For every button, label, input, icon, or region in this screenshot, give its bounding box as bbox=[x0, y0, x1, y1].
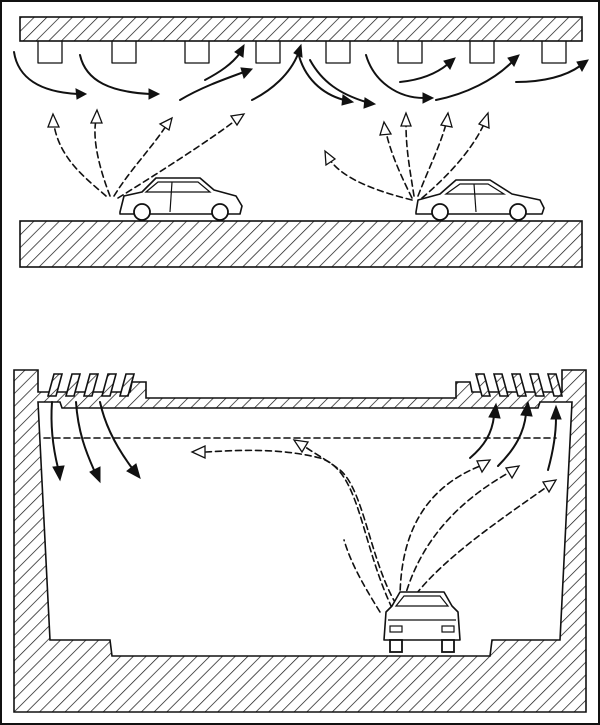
car-wheel bbox=[389, 639, 403, 653]
supply-arrow bbox=[50, 401, 59, 469]
exhaust-path bbox=[117, 119, 237, 199]
supply-arrow bbox=[75, 401, 95, 471]
louver-blade bbox=[510, 373, 528, 397]
exhaust-path bbox=[343, 539, 381, 613]
ceiling-opening bbox=[111, 40, 137, 64]
car-rear-view bbox=[383, 591, 461, 653]
left-supply-arrows bbox=[50, 401, 141, 484]
exhaust-path bbox=[421, 123, 485, 199]
longitudinal-section bbox=[13, 16, 589, 268]
supply-arrow bbox=[13, 51, 79, 95]
roadway-slab bbox=[19, 220, 583, 268]
ceiling-opening bbox=[37, 40, 63, 64]
car-wheel bbox=[509, 203, 527, 221]
ceiling-opening bbox=[184, 40, 210, 64]
exhaust-path bbox=[405, 123, 415, 197]
supply-arrow bbox=[365, 54, 425, 99]
ceiling-opening bbox=[397, 40, 423, 64]
car-left bbox=[119, 177, 243, 221]
louver-blade bbox=[492, 373, 510, 397]
ceiling-opening bbox=[541, 40, 567, 64]
louver-blade bbox=[118, 373, 136, 397]
ceiling-opening bbox=[255, 40, 281, 64]
exhaust-path bbox=[329, 159, 413, 201]
car-body bbox=[119, 177, 243, 215]
exhaust-path bbox=[403, 471, 511, 601]
exhaust-plume-left bbox=[47, 108, 246, 199]
exhaust-path bbox=[53, 124, 107, 197]
exhaust-plume-right bbox=[324, 111, 490, 201]
car-wheel bbox=[441, 639, 455, 653]
exhaust-arrow bbox=[497, 413, 527, 467]
exhaust-path bbox=[113, 125, 167, 197]
supply-air-arrows bbox=[13, 43, 589, 109]
exhaust-arrow bbox=[547, 417, 557, 471]
supply-arrow bbox=[399, 63, 449, 83]
louver-blade bbox=[82, 373, 100, 397]
ceiling-slab bbox=[19, 16, 583, 42]
cross-section bbox=[13, 369, 587, 713]
exhaust-path bbox=[417, 123, 447, 197]
louver-blade bbox=[100, 373, 118, 397]
supply-arrow bbox=[435, 61, 513, 101]
car-window bbox=[444, 183, 507, 195]
tunnel-shell bbox=[13, 369, 587, 713]
louvers-right bbox=[474, 373, 564, 397]
exhaust-path bbox=[385, 131, 413, 199]
supply-arrow bbox=[99, 401, 133, 469]
exhaust-path bbox=[94, 119, 111, 197]
supply-arrow bbox=[79, 54, 151, 95]
car-window bbox=[144, 181, 212, 193]
louver-blade bbox=[474, 373, 492, 397]
louver-blade bbox=[46, 373, 64, 397]
supply-arrow bbox=[297, 51, 345, 101]
ceiling-openings bbox=[37, 40, 567, 64]
louver-blade bbox=[64, 373, 82, 397]
right-exhaust-arrows bbox=[469, 400, 562, 471]
car-tail-light bbox=[389, 625, 403, 633]
car-wheel bbox=[133, 203, 151, 221]
cross-section-exhaust-paths bbox=[190, 439, 558, 613]
car-rear-window bbox=[394, 595, 450, 607]
supply-arrow bbox=[204, 52, 241, 81]
exhaust-path bbox=[399, 465, 481, 601]
louvers-left bbox=[46, 373, 136, 397]
car-wheel bbox=[431, 203, 449, 221]
car-tail-light bbox=[441, 625, 455, 633]
car-door-line bbox=[169, 181, 173, 213]
exhaust-path bbox=[409, 485, 549, 603]
louver-blade bbox=[528, 373, 546, 397]
supply-arrow bbox=[251, 53, 299, 101]
supply-arrow bbox=[515, 65, 581, 83]
exhaust-arrow bbox=[469, 415, 495, 459]
car-door-line bbox=[473, 183, 477, 213]
supply-arrow bbox=[179, 71, 245, 101]
exhaust-path bbox=[303, 445, 397, 605]
ceiling-opening bbox=[469, 40, 495, 64]
car-wheel bbox=[211, 203, 229, 221]
car-body bbox=[383, 591, 461, 641]
louver-blade bbox=[546, 373, 564, 397]
supply-arrow bbox=[309, 59, 367, 103]
ceiling-opening bbox=[325, 40, 351, 64]
car-right bbox=[415, 179, 545, 221]
